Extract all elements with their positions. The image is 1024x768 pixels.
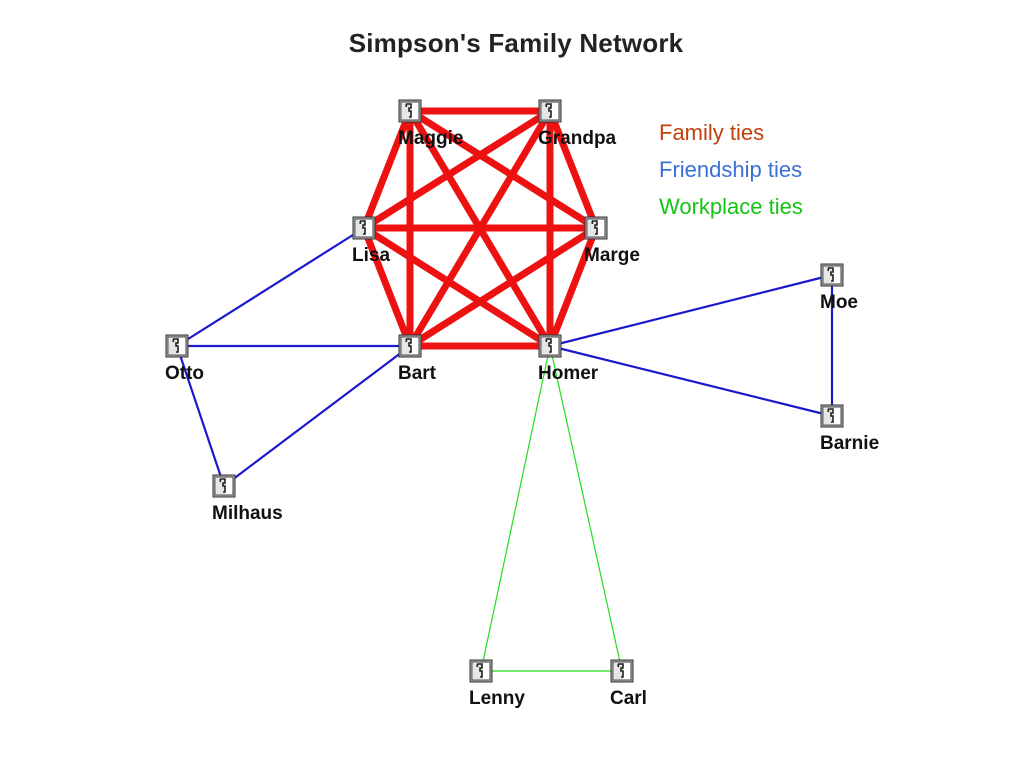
node-marge[interactable]: Marge xyxy=(584,216,640,266)
edge-work-homer-carl xyxy=(549,345,623,672)
edge-family-maggie-marge xyxy=(408,108,598,231)
node-maggie[interactable]: Maggie xyxy=(398,99,463,149)
node-label-barnie: Barnie xyxy=(820,433,879,454)
node-homer[interactable]: Homer xyxy=(538,334,599,384)
edge-family-marge-bart xyxy=(408,225,598,349)
edge-family-maggie-lisa xyxy=(360,109,414,230)
node-label-lisa: Lisa xyxy=(352,245,390,266)
edge-family-grandpa-lisa xyxy=(362,108,552,231)
person-icon xyxy=(398,99,422,123)
node-label-grandpa: Grandpa xyxy=(538,128,617,149)
node-lenny[interactable]: Lenny xyxy=(469,659,525,709)
node-otto[interactable]: Otto xyxy=(165,334,204,384)
person-icon xyxy=(165,334,189,358)
node-label-otto: Otto xyxy=(165,363,204,384)
legend-family-ties: Family ties xyxy=(659,120,765,145)
edge-friend-otto-milhaus xyxy=(175,345,226,487)
person-icon xyxy=(610,659,634,683)
person-icon xyxy=(398,334,422,358)
edge-family-marge-homer xyxy=(546,226,600,348)
node-lisa[interactable]: Lisa xyxy=(352,216,390,266)
person-icon xyxy=(538,99,562,123)
node-label-marge: Marge xyxy=(584,245,640,266)
edge-family-lisa-homer xyxy=(362,225,552,349)
edges-layer xyxy=(175,107,834,672)
edge-work-homer-lenny xyxy=(480,345,551,672)
person-icon xyxy=(820,263,844,287)
person-icon xyxy=(538,334,562,358)
node-label-carl: Carl xyxy=(610,688,647,709)
node-bart[interactable]: Bart xyxy=(398,334,437,384)
node-carl[interactable]: Carl xyxy=(610,659,647,709)
edge-friend-homer-moe xyxy=(549,273,833,348)
person-icon xyxy=(212,474,236,498)
edge-friend-milhaus-bart xyxy=(223,345,411,487)
person-icon xyxy=(352,216,376,240)
person-icon xyxy=(469,659,493,683)
edge-family-grandpa-marge xyxy=(546,109,600,230)
node-label-moe: Moe xyxy=(820,292,858,313)
node-milhaus[interactable]: Milhaus xyxy=(212,474,283,524)
diagram-title: Simpson's Family Network xyxy=(348,28,684,58)
node-label-milhaus: Milhaus xyxy=(212,503,283,524)
person-icon xyxy=(820,404,844,428)
node-label-bart: Bart xyxy=(398,363,437,384)
node-barnie[interactable]: Barnie xyxy=(820,404,879,454)
edge-friend-lisa-otto xyxy=(176,227,365,347)
person-icon xyxy=(584,216,608,240)
edge-friend-homer-barnie xyxy=(549,344,833,418)
node-label-maggie: Maggie xyxy=(398,128,463,149)
node-label-homer: Homer xyxy=(538,363,599,384)
legend-workplace-ties: Workplace ties xyxy=(659,194,803,219)
node-grandpa[interactable]: Grandpa xyxy=(538,99,617,149)
node-moe[interactable]: Moe xyxy=(820,263,858,313)
node-label-lenny: Lenny xyxy=(469,688,525,709)
legend-friendship-ties: Friendship ties xyxy=(659,157,803,182)
edge-family-lisa-bart xyxy=(360,226,414,348)
